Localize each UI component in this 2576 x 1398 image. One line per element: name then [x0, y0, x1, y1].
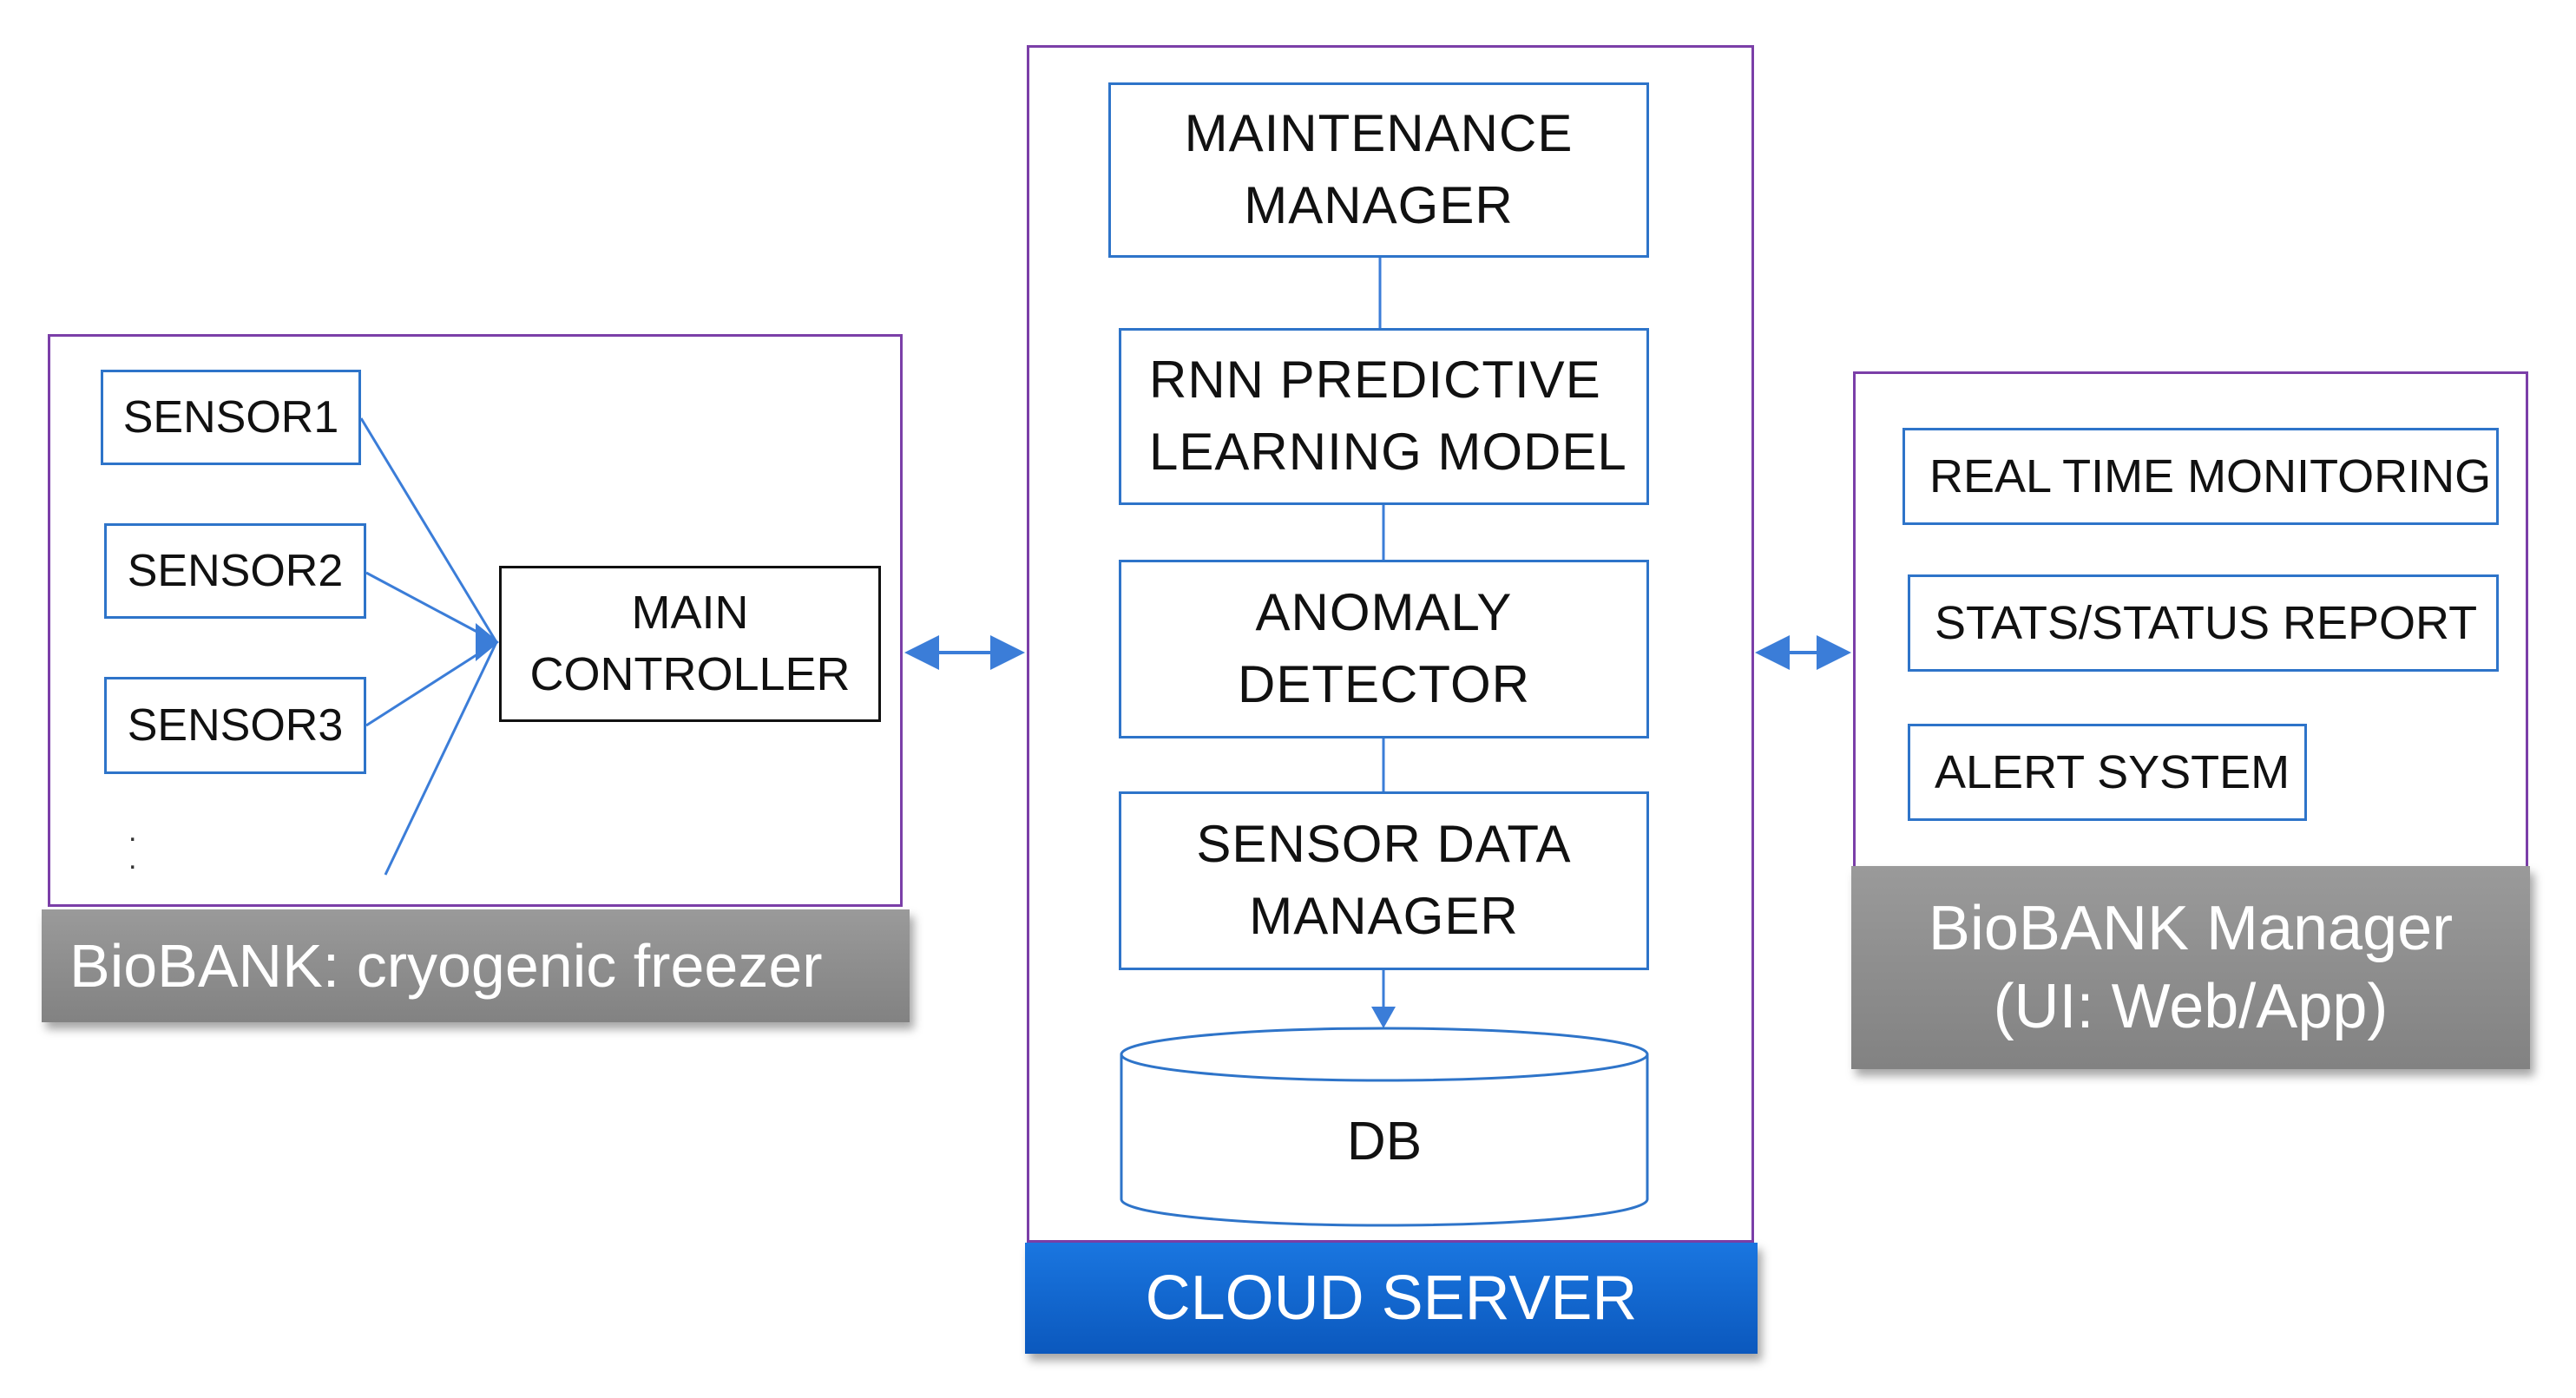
db-cylinder-body: [1120, 1054, 1649, 1227]
sensor-3-link: [365, 640, 497, 727]
sensor-3-label: SENSOR3: [127, 700, 344, 751]
database-label-text: DB: [1346, 1111, 1423, 1172]
cloud-server-title: CLOUD SERVER: [1145, 1263, 1638, 1333]
sensor-1-label: SENSOR1: [122, 392, 339, 443]
sensor-2-box: SENSOR2: [104, 523, 366, 619]
rnn-model-label: RNN PREDICTIVE LEARNING MODEL: [1149, 351, 1627, 481]
biobank-manager-title: BioBANK Manager (UI: Web/App): [1928, 894, 2454, 1041]
alert-system-box: ALERT SYSTEM: [1908, 724, 2307, 821]
stats-status-report-label: STATS/STATUS REPORT: [1935, 597, 2478, 649]
sensor-1-box: SENSOR1: [101, 370, 361, 465]
main-controller-box: MAIN CONTROLLER: [499, 566, 881, 722]
alert-system-label: ALERT SYSTEM: [1935, 746, 2290, 798]
maintenance-manager-label: MAINTENANCE MANAGER: [1184, 104, 1574, 234]
db-arrowhead: [1371, 1007, 1396, 1028]
anomaly-detector-label: ANOMALY DETECTOR: [1238, 583, 1530, 713]
main-controller-label: MAIN CONTROLLER: [529, 586, 851, 700]
db-cylinder-top: [1120, 1027, 1649, 1082]
real-time-monitoring-box: REAL TIME MONITORING: [1902, 428, 2499, 525]
maintenance-manager-box: MAINTENANCE MANAGER: [1108, 82, 1649, 258]
cloud-server-title-bar: CLOUD SERVER: [1025, 1243, 1758, 1354]
sensor-2-label: SENSOR2: [127, 546, 344, 596]
sensor-data-manager-box: SENSOR DATA MANAGER: [1119, 791, 1649, 970]
controller-input-arrowhead: [476, 623, 499, 661]
more-sensors-indicator: . .: [128, 815, 137, 876]
rnn-model-box: RNN PREDICTIVE LEARNING MODEL: [1119, 328, 1649, 505]
real-time-monitoring-label: REAL TIME MONITORING: [1929, 450, 2492, 502]
sensor-2-link: [365, 571, 497, 644]
database-label-overlay: DB: [1120, 1085, 1649, 1198]
anomaly-detector-box: ANOMALY DETECTOR: [1119, 560, 1649, 738]
sensor-1-link: [359, 417, 498, 643]
stats-status-report-box: STATS/STATUS REPORT: [1908, 574, 2499, 672]
sensor-data-manager-label: SENSOR DATA MANAGER: [1196, 815, 1572, 945]
sensor-3-box: SENSOR3: [104, 677, 366, 774]
sensor-n-link: [384, 641, 498, 876]
freezer-title: BioBANK: cryogenic freezer: [69, 932, 823, 1000]
freezer-title-bar: BioBANK: cryogenic freezer: [42, 909, 910, 1022]
biobank-manager-title-bar: BioBANK Manager (UI: Web/App): [1851, 866, 2530, 1069]
